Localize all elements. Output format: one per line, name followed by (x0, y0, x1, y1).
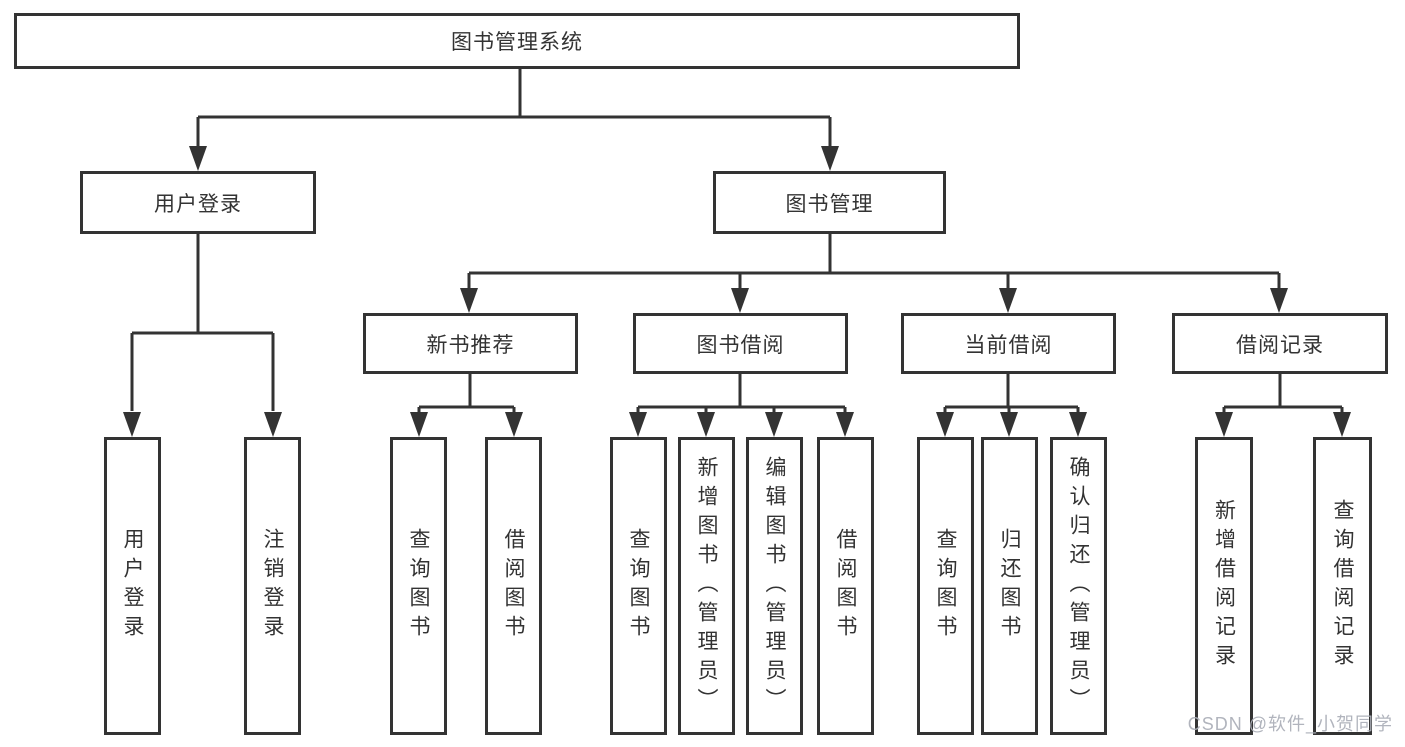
leaf-logout: 注销登录 (244, 437, 301, 735)
node-book-management: 图书管理 (713, 171, 946, 234)
node-label: 新书推荐 (426, 333, 515, 357)
leaf-user-login: 用户登录 (104, 437, 161, 735)
node-new-book-recommend: 新书推荐 (363, 313, 578, 374)
leaf-query-books-current: 查询图书 (917, 437, 974, 735)
arrowheads (123, 146, 1351, 437)
node-label: 当前借阅 (964, 333, 1053, 357)
leaf-confirm-return-admin: 确认归还（管理员） (1050, 437, 1107, 735)
node-user-login: 用户登录 (80, 171, 316, 234)
leaf-query-books-borrow: 查询图书 (610, 437, 667, 735)
leaf-label: 用户登录 (121, 528, 144, 644)
leaf-borrow-books: 借阅图书 (817, 437, 874, 735)
node-label: 图书管理系统 (451, 31, 583, 54)
node-label: 借阅记录 (1236, 333, 1324, 357)
leaf-label: 新增借阅记录 (1212, 499, 1236, 673)
node-library-system: 图书管理系统 (14, 13, 1020, 69)
node-label: 图书借阅 (696, 333, 785, 357)
leaf-label: 借阅图书 (834, 528, 857, 644)
leaf-label: 查询图书 (934, 528, 957, 644)
leaf-label: 查询图书 (627, 528, 650, 644)
leaf-edit-books-admin: 编辑图书（管理员） (746, 437, 803, 735)
node-borrow-records: 借阅记录 (1172, 313, 1388, 374)
leaf-query-books-recommend: 查询图书 (390, 437, 447, 735)
csdn-watermark: CSDN @软件_小贺同学 (1187, 714, 1393, 734)
leaf-label: 借阅图书 (502, 528, 525, 644)
node-label: 图书管理 (785, 192, 874, 216)
leaf-label: 新增图书（管理员） (695, 455, 718, 717)
leaf-label: 查询图书 (407, 528, 430, 644)
leaf-return-books: 归还图书 (981, 437, 1038, 735)
leaf-label: 查询借阅记录 (1331, 499, 1354, 673)
node-label: 用户登录 (154, 192, 242, 216)
node-book-borrow: 图书借阅 (633, 313, 848, 374)
leaf-label: 确认归还（管理员） (1067, 455, 1090, 717)
leaf-borrow-books-recommend: 借阅图书 (485, 437, 542, 735)
leaf-label: 归还图书 (998, 528, 1021, 644)
node-current-borrow: 当前借阅 (901, 313, 1116, 374)
leaf-add-borrow-record: 新增借阅记录 (1195, 437, 1253, 735)
leaf-add-books-admin: 新增图书（管理员） (678, 437, 735, 735)
leaf-query-borrow-record: 查询借阅记录 (1313, 437, 1372, 735)
leaf-label: 编辑图书（管理员） (763, 455, 786, 717)
leaf-label: 注销登录 (261, 528, 284, 644)
